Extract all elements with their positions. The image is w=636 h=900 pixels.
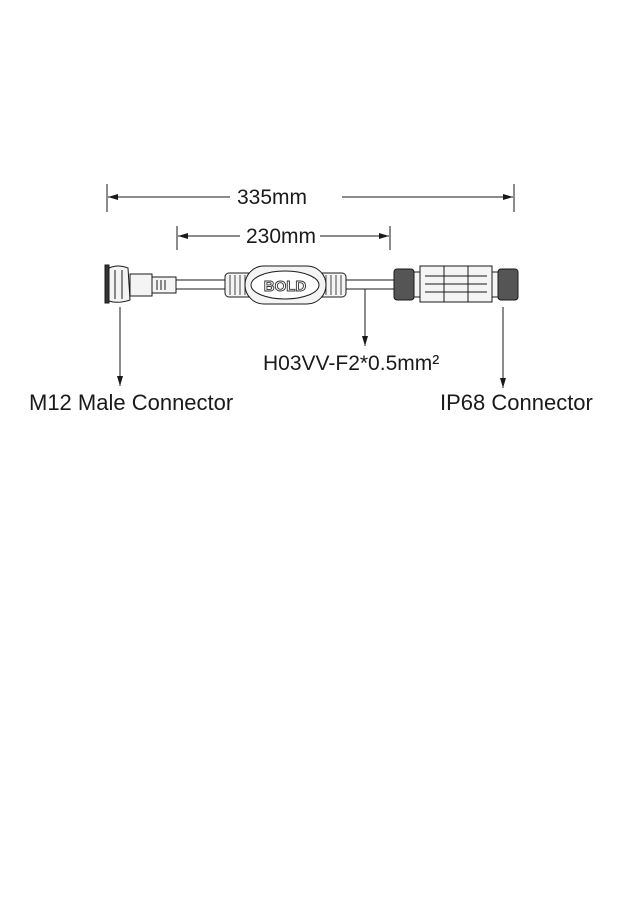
cable-spec-label: H03VV-F2*0.5mm² bbox=[263, 352, 439, 375]
bold-inline-body bbox=[224, 265, 347, 305]
dimension-overall-label: 335mm bbox=[237, 186, 307, 209]
dimension-middle-label: 230mm bbox=[246, 225, 316, 248]
dimension-overall bbox=[106, 184, 515, 212]
m12-connector-label: M12 Male Connector bbox=[29, 390, 233, 415]
ip68-connector-label: IP68 Connector bbox=[440, 390, 593, 415]
ip68-connector-drawing bbox=[393, 265, 519, 303]
bold-logo: BOLD bbox=[264, 278, 307, 295]
m12-connector-drawing bbox=[104, 264, 177, 304]
dimension-middle bbox=[176, 226, 391, 250]
